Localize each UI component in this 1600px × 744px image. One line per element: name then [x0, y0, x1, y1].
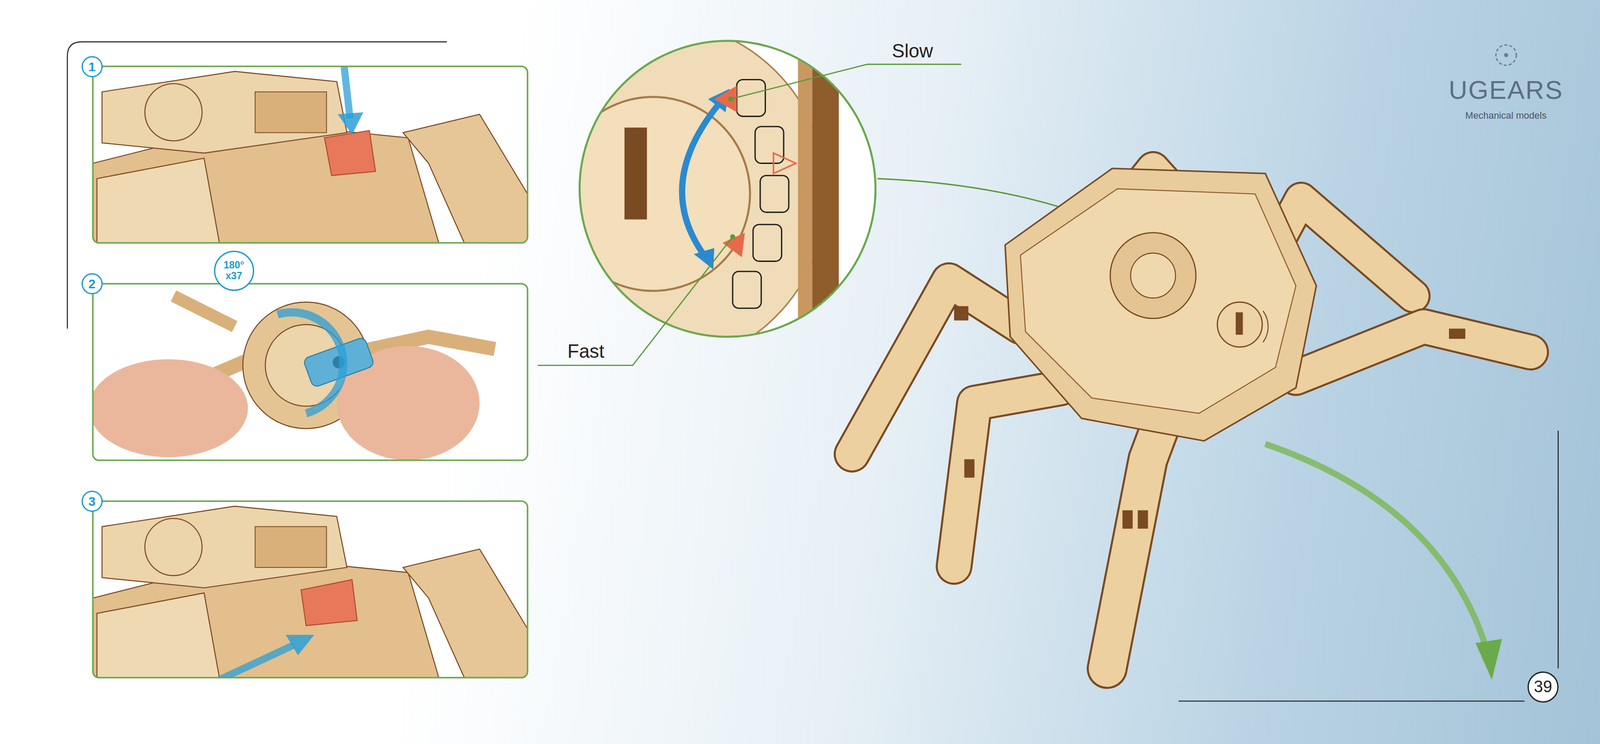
turn-arrow-head [693, 248, 715, 270]
push-arrow [341, 66, 350, 119]
step-number: 1 [81, 56, 103, 78]
brand-tagline: Mechanical models [1465, 110, 1547, 121]
speed-mark [760, 175, 789, 213]
zoom-illustration [479, 20, 839, 368]
leg-window [1122, 510, 1133, 529]
body [1004, 168, 1317, 441]
leg-window [954, 305, 969, 321]
step-number-text: 3 [88, 494, 96, 509]
turn-arrow [682, 101, 721, 256]
step-panel-border [92, 500, 528, 678]
logo-gear-hub [1504, 53, 1509, 57]
wood-plate [97, 158, 220, 243]
speed-mark [736, 79, 766, 117]
speed-label: Slow [891, 40, 933, 62]
spider-model [852, 168, 1531, 669]
wood-plate [101, 71, 347, 154]
leg-outline [954, 387, 1062, 567]
turn-arrow [277, 312, 344, 414]
wood-leg [173, 296, 235, 327]
logo-gear [1496, 44, 1517, 66]
wood-ring [479, 20, 827, 368]
wood-detail [255, 91, 327, 133]
leg-outline [1107, 418, 1164, 669]
leg [1295, 326, 1531, 378]
leg-window [1448, 328, 1466, 339]
leg-window [1137, 510, 1149, 529]
step-panel-border [92, 283, 528, 460]
knob-slot [1235, 312, 1244, 335]
turn-count-badge: 180° x37 [214, 250, 255, 291]
push-arrow-head [337, 112, 364, 135]
hand [92, 359, 248, 457]
leg [954, 387, 1062, 567]
step-panel [92, 66, 528, 243]
frame-line [1178, 700, 1525, 702]
wood-plate [101, 506, 347, 588]
walk-direction-arrow [1265, 444, 1488, 654]
leg-outline [852, 280, 1021, 454]
panel-illustration [92, 506, 528, 678]
speed-scale [1263, 311, 1269, 342]
body-gear [1130, 252, 1176, 298]
step-panel [92, 500, 528, 678]
leg-window [964, 459, 975, 478]
step-number-text: 1 [88, 59, 96, 74]
walk-direction-head [1475, 638, 1502, 680]
zoom-border [579, 40, 876, 338]
wood-bar [797, 30, 813, 347]
step-panel-border [92, 66, 528, 243]
speed-mark [732, 271, 762, 309]
push-arrow [219, 645, 294, 678]
push-arrow-head [285, 634, 315, 656]
body-gear [1110, 232, 1197, 319]
leader-line [537, 236, 733, 366]
wood-plate [97, 592, 220, 678]
slow-marker [714, 85, 737, 113]
speed-label: Fast [567, 340, 605, 362]
step-number-text: 2 [88, 276, 96, 291]
step-number: 3 [81, 490, 103, 512]
wood-gear [144, 83, 202, 141]
page-number-text: 39 [1533, 677, 1553, 697]
step-number: 2 [81, 273, 103, 295]
body-plate [1020, 188, 1296, 414]
leader-line [730, 64, 961, 99]
speed-knob [556, 97, 750, 291]
speed-mark [752, 224, 782, 262]
speed-knob [1217, 302, 1263, 347]
wood-leg [403, 548, 528, 678]
panel-illustration [92, 296, 495, 461]
wood-leg [403, 114, 528, 243]
brand-logo: UGEARS [1448, 75, 1563, 105]
panel-illustration [92, 66, 528, 243]
leg [852, 280, 1021, 454]
turn-count-badge-text: 180° x37 [220, 259, 248, 282]
wood-detail [255, 526, 327, 568]
stop-lever [324, 130, 376, 176]
leg-outline [1295, 326, 1531, 378]
walk-lever [301, 579, 358, 626]
wood-gear [144, 518, 202, 576]
speed-mark [755, 126, 784, 164]
page-number: 39 [1527, 671, 1559, 703]
frame-line [1557, 430, 1559, 669]
knob-slot [624, 127, 647, 220]
pointer-marker [773, 153, 797, 174]
leg [1107, 418, 1164, 669]
